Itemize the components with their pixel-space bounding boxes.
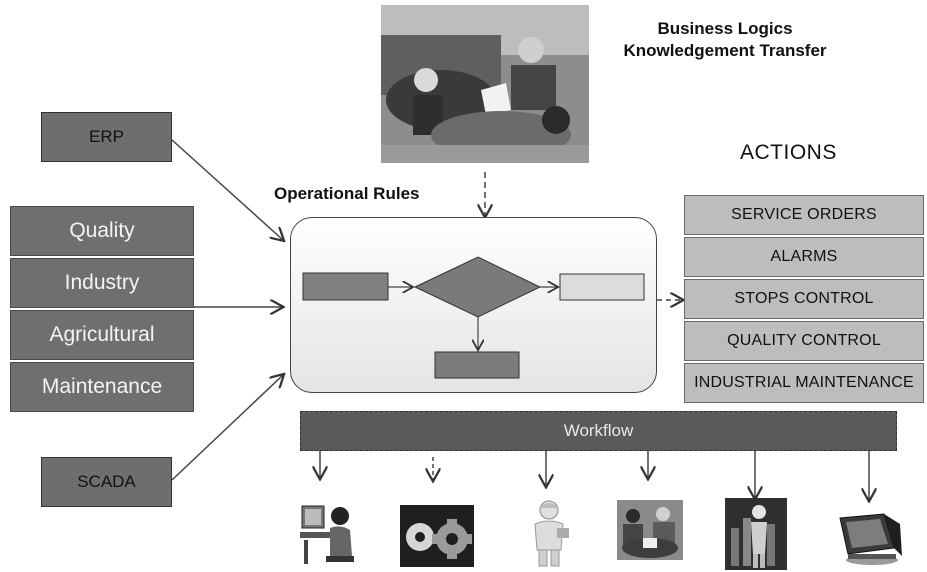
erp-box: ERP bbox=[41, 112, 172, 162]
scada-box: SCADA bbox=[41, 457, 172, 507]
computer-monitor-icon bbox=[834, 510, 906, 566]
source-quality: Quality bbox=[10, 206, 194, 256]
action-alarms: ALARMS bbox=[684, 237, 924, 277]
action-quality-control: QUALITY CONTROL bbox=[684, 321, 924, 361]
header-title-line1: Business Logics bbox=[657, 19, 793, 38]
workflow-bar: Workflow bbox=[300, 411, 897, 451]
erp-arrow bbox=[171, 139, 283, 240]
team-photo-icon bbox=[617, 500, 683, 560]
gears-icon bbox=[400, 505, 474, 567]
person-at-computer-icon bbox=[296, 498, 360, 568]
flow-input-rect bbox=[302, 272, 389, 301]
engineer-icon bbox=[527, 498, 573, 568]
source-stack: Quality Industry Agricultural Maintenanc… bbox=[10, 206, 194, 414]
source-maintenance: Maintenance bbox=[10, 362, 194, 412]
flow-output-rect bbox=[559, 273, 645, 301]
source-industry: Industry bbox=[10, 258, 194, 308]
analyst-chart-icon bbox=[725, 498, 787, 570]
scada-arrow bbox=[171, 375, 283, 481]
scada-label: SCADA bbox=[77, 472, 136, 491]
erp-label: ERP bbox=[89, 127, 124, 146]
header-title: Business Logics Knowledgement Transfer bbox=[590, 18, 860, 62]
header-title-line2: Knowledgement Transfer bbox=[623, 41, 827, 60]
action-industrial-maintenance: INDUSTRIAL MAINTENANCE bbox=[684, 363, 924, 403]
actions-title: ACTIONS bbox=[740, 141, 837, 164]
rules-label: Operational Rules bbox=[274, 184, 420, 203]
flow-lower-rect bbox=[434, 351, 520, 379]
source-agricultural: Agricultural bbox=[10, 310, 194, 360]
action-service-orders: SERVICE ORDERS bbox=[684, 195, 924, 235]
action-stops-control: STOPS CONTROL bbox=[684, 279, 924, 319]
actions-list: SERVICE ORDERS ALARMS STOPS CONTROL QUAL… bbox=[684, 195, 924, 405]
meeting-photo-icon bbox=[381, 5, 589, 163]
workflow-label: Workflow bbox=[563, 421, 634, 440]
